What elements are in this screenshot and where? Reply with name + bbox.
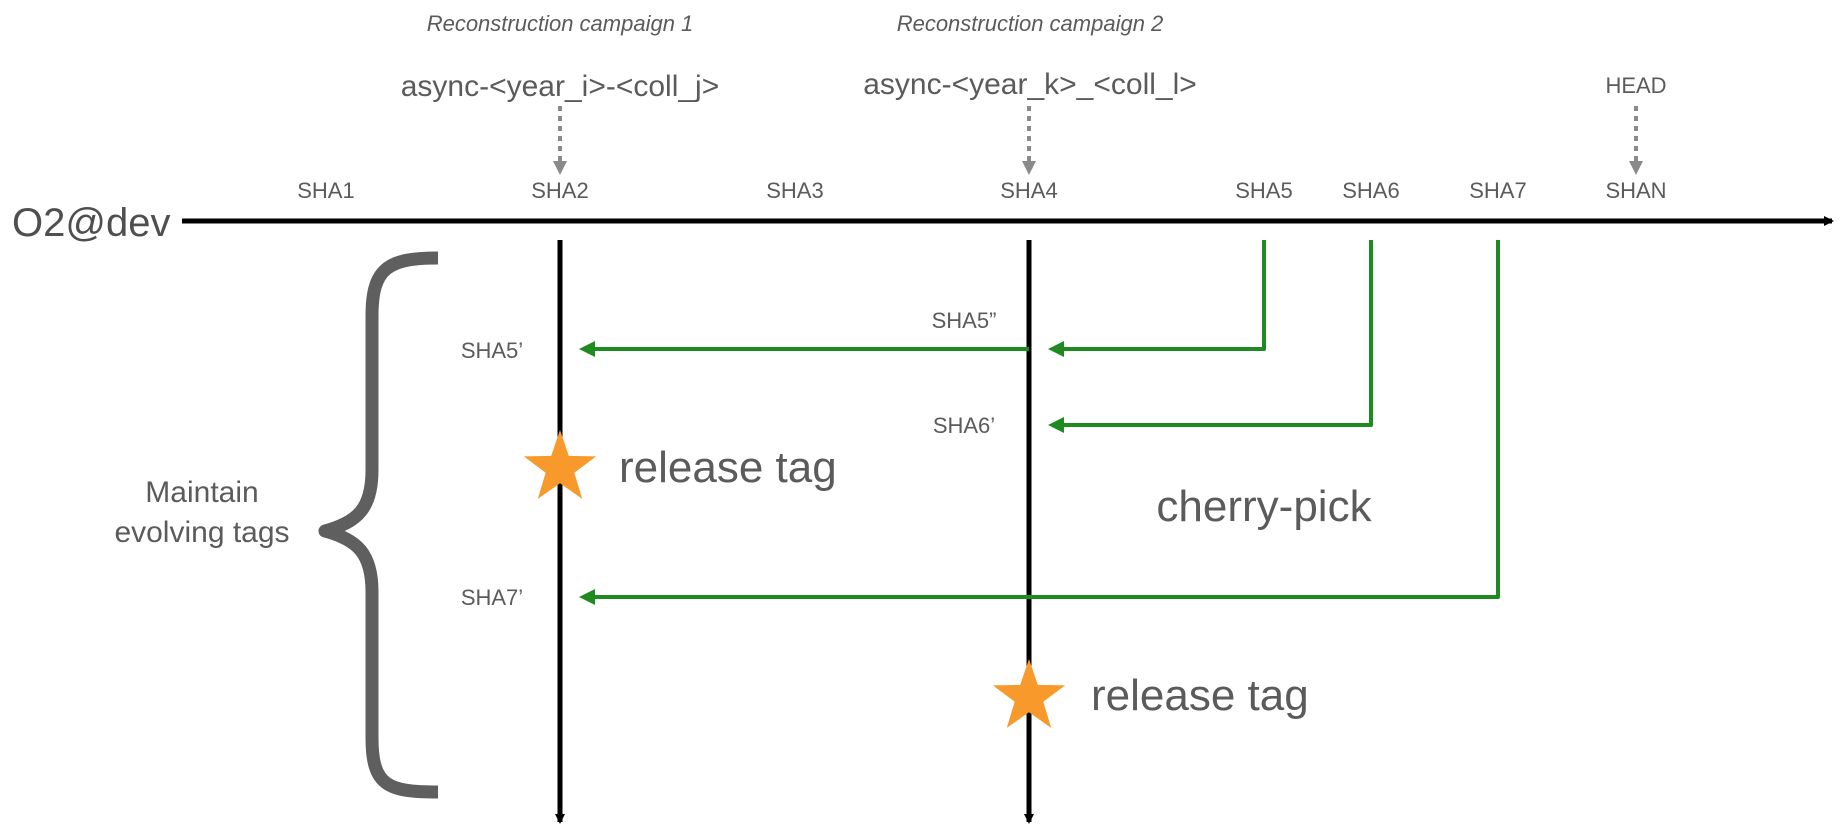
- commit-sha6: SHA6: [1342, 178, 1399, 203]
- commit-sha7: SHA7: [1469, 178, 1526, 203]
- commit-sha6-prime: SHA6’: [933, 413, 995, 438]
- commit-sha7-prime: SHA7’: [461, 585, 523, 610]
- branch-label: O2@dev: [12, 201, 170, 245]
- campaign-1-async-tag: async-<year_i>-<coll_j>: [401, 70, 720, 103]
- head-label: HEAD: [1605, 73, 1666, 98]
- commit-sha5: SHA5: [1235, 178, 1292, 203]
- commit-sha3: SHA3: [766, 178, 823, 203]
- release-tag-1-label: release tag: [619, 443, 837, 492]
- commit-shan: SHAN: [1605, 178, 1666, 203]
- cherry-pick-sha6-to-branch2: [1048, 240, 1373, 433]
- commit-sha5-double-prime: SHA5”: [932, 308, 997, 333]
- release-star-1-icon: [523, 430, 597, 499]
- commit-sha2: SHA2: [531, 178, 588, 203]
- release-tag-2-label: release tag: [1091, 671, 1309, 720]
- campaign-1-title: Reconstruction campaign 1: [427, 11, 694, 36]
- cherry-pick-sha5-to-branch2: [1048, 240, 1266, 357]
- cherry-pick-sha7-to-branch1: [579, 240, 1500, 605]
- commit-sha4: SHA4: [1000, 178, 1057, 203]
- release-star-2-icon: [992, 659, 1066, 728]
- campaign-2-title: Reconstruction campaign 2: [897, 11, 1164, 36]
- brace-label-line-1: Maintain: [145, 476, 258, 509]
- commit-sha5-prime: SHA5’: [461, 338, 523, 363]
- evolving-tags-brace: [318, 251, 439, 799]
- commit-sha1: SHA1: [297, 178, 354, 203]
- cherry-pick-label: cherry-pick: [1156, 482, 1372, 531]
- brace-label-line-2: evolving tags: [114, 516, 289, 549]
- campaign-2-async-tag: async-<year_k>_<coll_l>: [863, 68, 1197, 101]
